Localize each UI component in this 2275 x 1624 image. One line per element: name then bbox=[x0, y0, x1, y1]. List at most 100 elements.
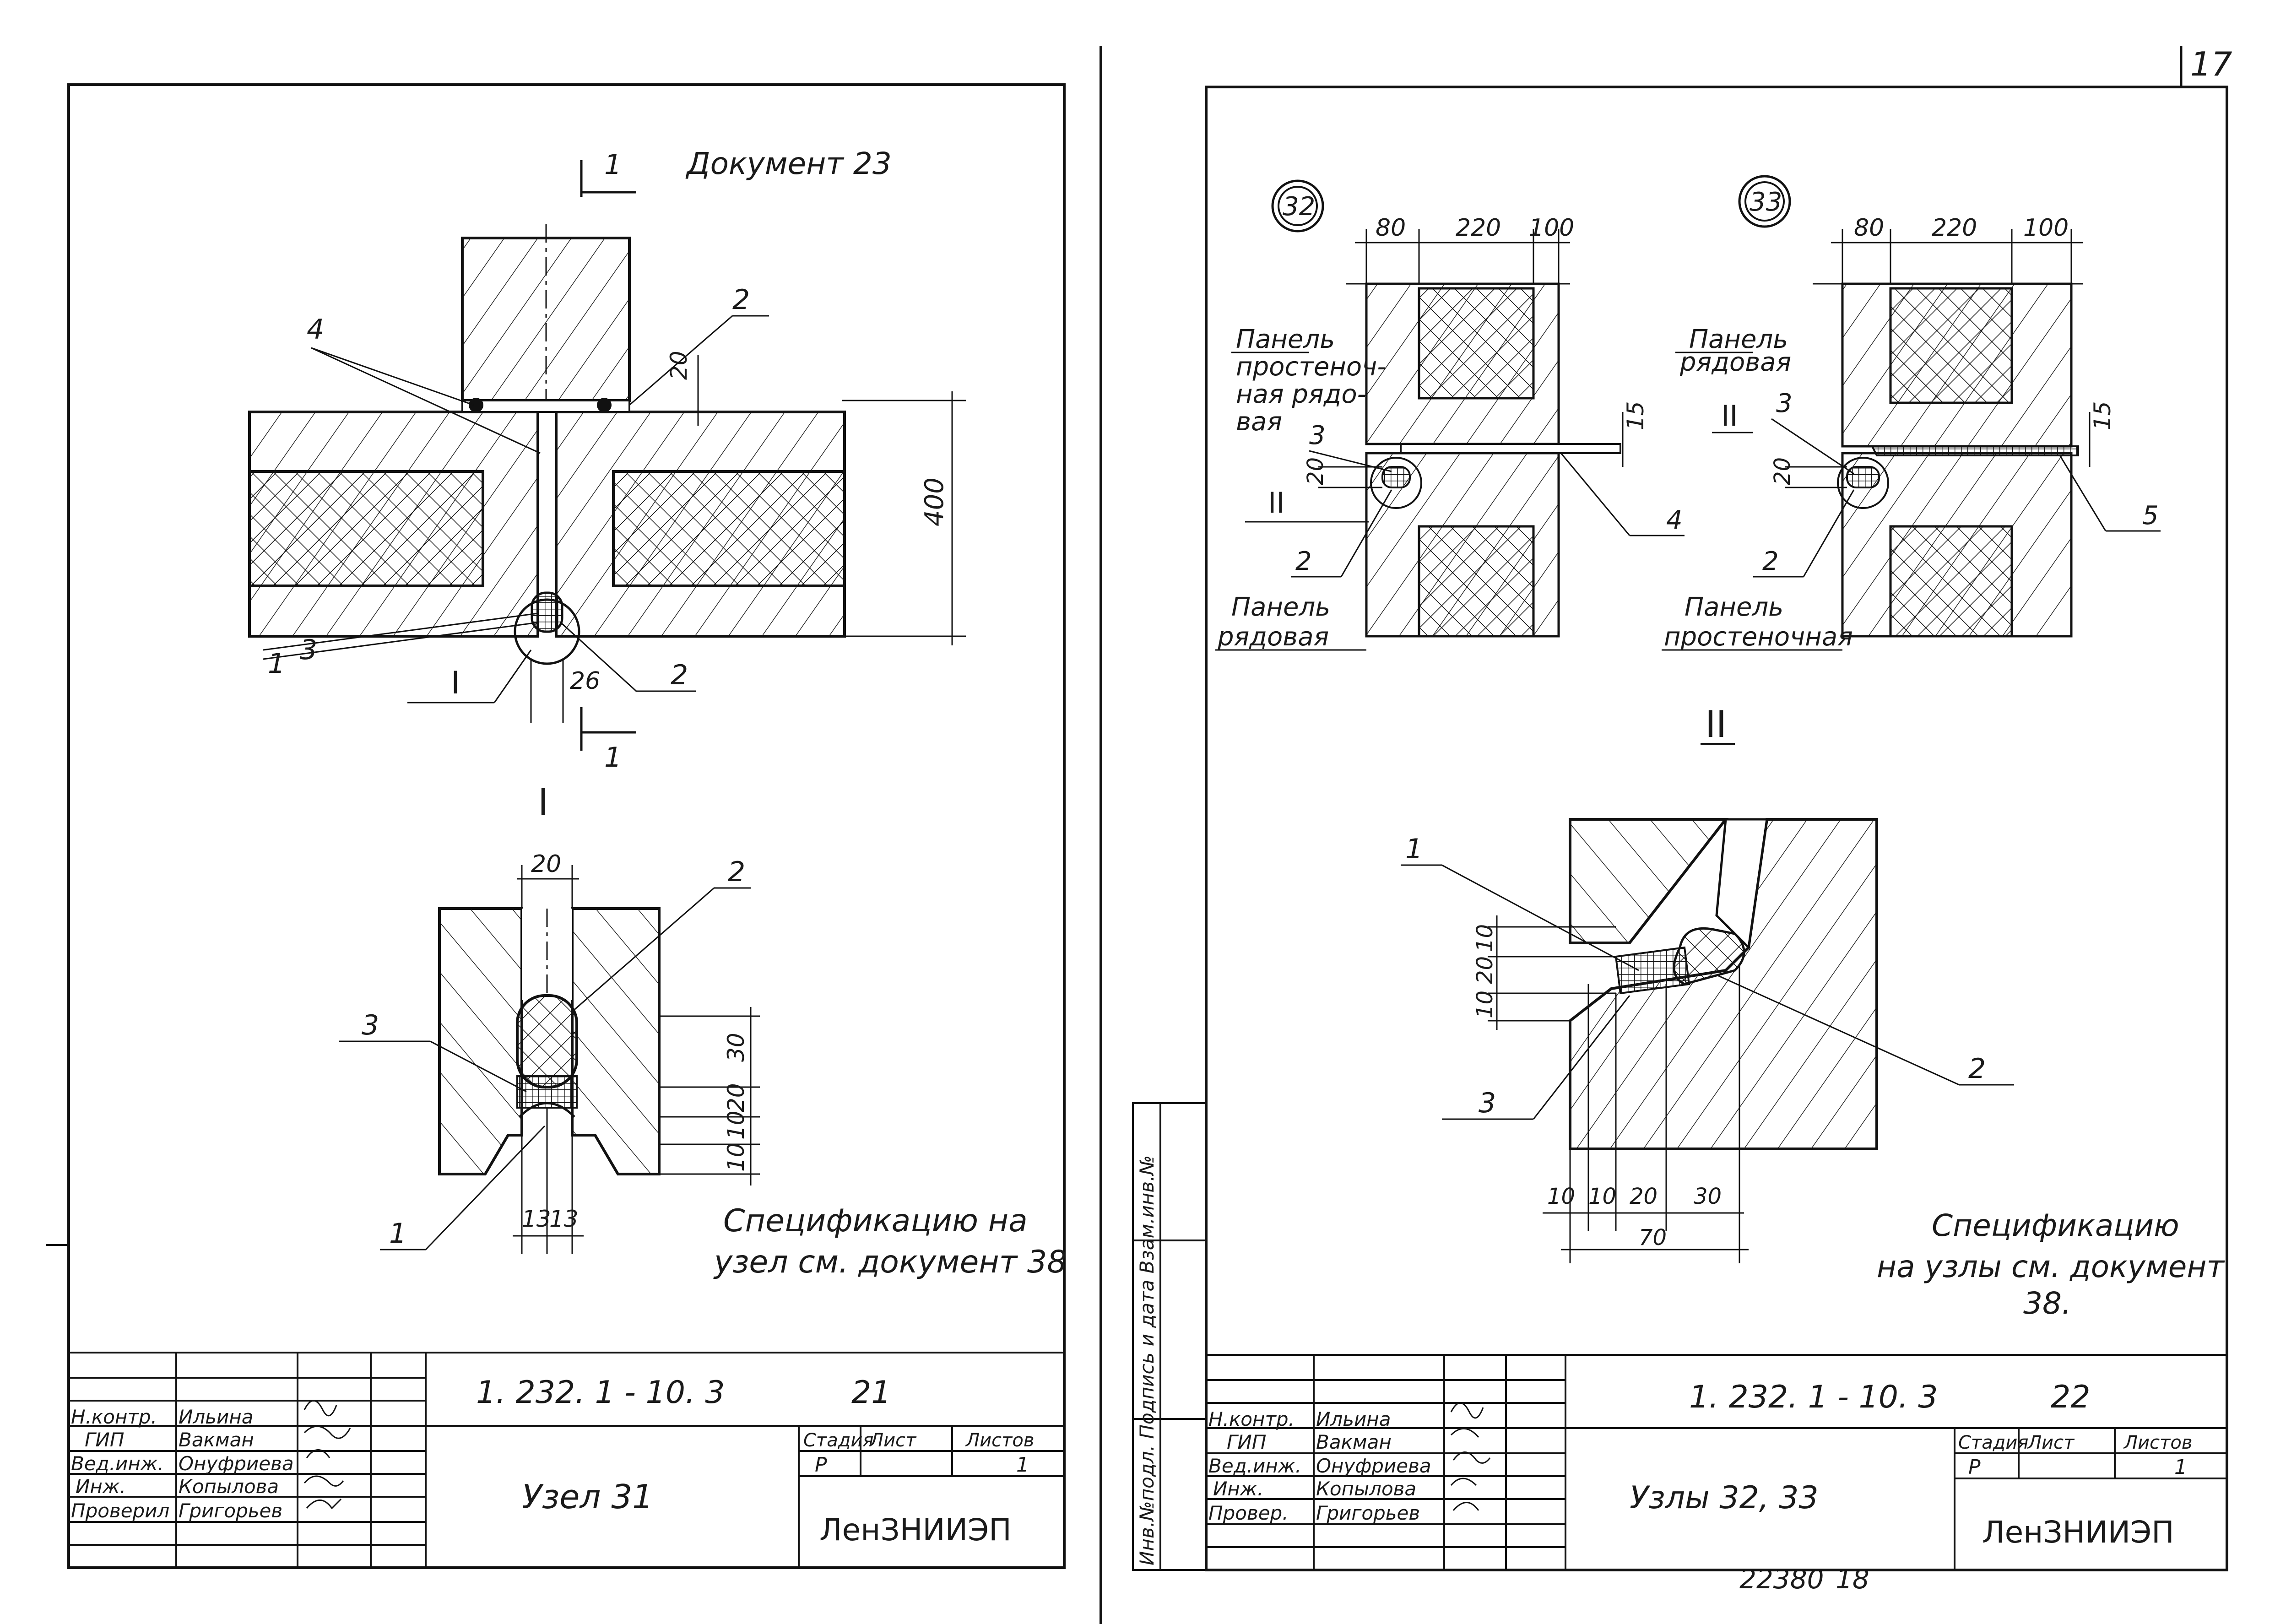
side-stamp bbox=[1132, 1102, 1207, 1571]
svg-text:100: 100 bbox=[2023, 214, 2069, 242]
svg-text:Листов: Листов bbox=[2123, 1432, 2192, 1453]
svg-text:30: 30 bbox=[723, 1033, 749, 1062]
svg-text:4: 4 bbox=[1666, 505, 1683, 535]
sealant-detail-II bbox=[1614, 946, 1690, 995]
gasket-bottom bbox=[531, 591, 563, 633]
left-org: ЛенЗНИИЭП bbox=[819, 1512, 1012, 1548]
svg-text:10: 10 bbox=[723, 1142, 749, 1172]
svg-text:80: 80 bbox=[1376, 214, 1406, 242]
svg-text:II: II bbox=[1268, 486, 1285, 520]
left-signature-rows: Н.контр. ГИП Вед.инж. Инж. Проверил Ильи… bbox=[71, 1400, 351, 1522]
svg-text:Копылова: Копылова bbox=[179, 1475, 279, 1498]
label-3: 3 bbox=[300, 634, 317, 666]
svg-text:рядовая: рядовая bbox=[1217, 622, 1329, 652]
right-doc-number: 22 bbox=[2051, 1379, 2091, 1415]
right-spec-note-2: на узлы см. документ bbox=[1877, 1249, 2226, 1284]
svg-text:Григорьев: Григорьев bbox=[179, 1499, 282, 1522]
svg-text:Провер.: Провер. bbox=[1208, 1502, 1289, 1524]
svg-text:Листов: Листов bbox=[965, 1430, 1034, 1451]
node-32: 32 80 220 100 15 20 П bbox=[1215, 179, 1685, 652]
svg-text:20: 20 bbox=[1303, 457, 1328, 485]
detail-callout-I bbox=[514, 598, 580, 665]
svg-text:Н.контр.: Н.контр. bbox=[71, 1406, 157, 1428]
svg-text:1: 1 bbox=[1405, 833, 1423, 865]
left-doc-code: 1. 232. 1 - 10. 3 bbox=[476, 1375, 725, 1411]
svg-text:10: 10 bbox=[1472, 924, 1498, 952]
svg-text:Онуфриева: Онуфриева bbox=[179, 1452, 294, 1475]
dim-20-detail: 20 bbox=[531, 850, 561, 878]
svg-text:100: 100 bbox=[1529, 214, 1574, 242]
svg-text:10: 10 bbox=[1588, 1184, 1616, 1209]
svg-text:Панель: Панель bbox=[1231, 592, 1330, 622]
left-drawing-title: Узел 31 bbox=[522, 1478, 653, 1516]
detail-II-title: II bbox=[1705, 703, 1727, 746]
svg-text:13: 13 bbox=[549, 1206, 579, 1232]
svg-text:Вакман: Вакман bbox=[1316, 1431, 1392, 1453]
svg-text:80: 80 bbox=[1854, 214, 1884, 242]
svg-text:Панель: Панель bbox=[1685, 592, 1783, 622]
svg-text:Вакман: Вакман bbox=[179, 1429, 254, 1451]
svg-text:220: 220 bbox=[1456, 214, 1501, 242]
svg-text:ГИП: ГИП bbox=[85, 1429, 124, 1451]
right-title-block bbox=[1206, 1354, 2227, 1570]
svg-text:13: 13 bbox=[522, 1206, 551, 1232]
dim-26: 26 bbox=[570, 667, 600, 695]
svg-text:Панель: Панель bbox=[1236, 325, 1335, 354]
svg-text:Вед.инж.: Вед.инж. bbox=[71, 1452, 164, 1475]
label-1: 1 bbox=[268, 648, 285, 680]
svg-text:15: 15 bbox=[2089, 401, 2116, 430]
svg-text:30: 30 bbox=[1694, 1184, 1722, 1209]
label-2-top: 2 bbox=[732, 284, 750, 316]
svg-text:33: 33 bbox=[1750, 187, 1782, 217]
svg-text:5: 5 bbox=[2142, 501, 2159, 531]
svg-text:20: 20 bbox=[723, 1083, 749, 1112]
svg-text:3: 3 bbox=[1479, 1087, 1496, 1119]
svg-text:Копылова: Копылова bbox=[1316, 1478, 1416, 1500]
svg-text:Ильина: Ильина bbox=[179, 1406, 254, 1428]
svg-text:Григорьев: Григорьев bbox=[1316, 1502, 1420, 1524]
svg-text:220: 220 bbox=[1932, 214, 1977, 242]
svg-text:Инж.: Инж. bbox=[1213, 1478, 1263, 1500]
svg-text:Р: Р bbox=[1968, 1456, 1981, 1479]
svg-text:вая: вая bbox=[1236, 407, 1282, 437]
right-drawing-title: Узлы 32, 33 bbox=[1630, 1480, 1819, 1516]
page-number-box: 17 bbox=[2180, 45, 2232, 88]
left-frame bbox=[67, 83, 1066, 1569]
gasket-detail-I bbox=[516, 994, 578, 1088]
svg-text:10: 10 bbox=[1472, 991, 1498, 1018]
right-frame bbox=[1205, 86, 2228, 1571]
svg-text:20: 20 bbox=[1630, 1184, 1658, 1209]
svg-text:Онуфриева: Онуфриева bbox=[1316, 1455, 1431, 1477]
svg-text:2: 2 bbox=[1762, 547, 1779, 576]
svg-text:Лист: Лист bbox=[869, 1430, 917, 1451]
callout-I: I bbox=[451, 665, 460, 701]
svg-text:Ильина: Ильина bbox=[1316, 1408, 1391, 1430]
left-note-top: Документ 23 bbox=[685, 146, 892, 181]
archive-number: 22380 bbox=[1739, 1564, 1824, 1595]
svg-text:1: 1 bbox=[604, 149, 622, 181]
svg-text:1: 1 bbox=[1016, 1453, 1029, 1477]
svg-text:10: 10 bbox=[723, 1110, 749, 1140]
node-33: 33 80 220 100 15 20 Панель рядовая bbox=[1662, 175, 2161, 652]
right-spec-note-3: 38. bbox=[2023, 1286, 2071, 1321]
insulation-right bbox=[612, 470, 846, 587]
svg-text:Вед.инж.: Вед.инж. bbox=[1208, 1455, 1301, 1477]
left-spec-note-2: узел см. документ 38 bbox=[713, 1244, 1067, 1280]
signatures-right bbox=[1450, 1402, 1491, 1511]
page-number: 17 bbox=[2190, 45, 2232, 83]
svg-text:Лист: Лист bbox=[2027, 1432, 2075, 1453]
svg-text:Инж.: Инж. bbox=[76, 1475, 126, 1498]
insulation-left bbox=[248, 470, 484, 587]
svg-text:3: 3 bbox=[1309, 421, 1326, 450]
svg-text:15: 15 bbox=[1622, 401, 1649, 430]
svg-text:1: 1 bbox=[604, 742, 622, 774]
dim-400: 400 bbox=[920, 477, 949, 526]
svg-text:ная рядо-: ная рядо- bbox=[1236, 379, 1366, 409]
svg-text:Н.контр.: Н.контр. bbox=[1208, 1408, 1295, 1430]
gasket-left bbox=[469, 398, 483, 412]
section-mark-top: 1 bbox=[580, 149, 636, 197]
label-4: 4 bbox=[307, 314, 324, 346]
left-title-block bbox=[69, 1352, 1064, 1568]
svg-text:2: 2 bbox=[1968, 1053, 1986, 1085]
svg-text:простеночная: простеночная bbox=[1664, 622, 1853, 652]
